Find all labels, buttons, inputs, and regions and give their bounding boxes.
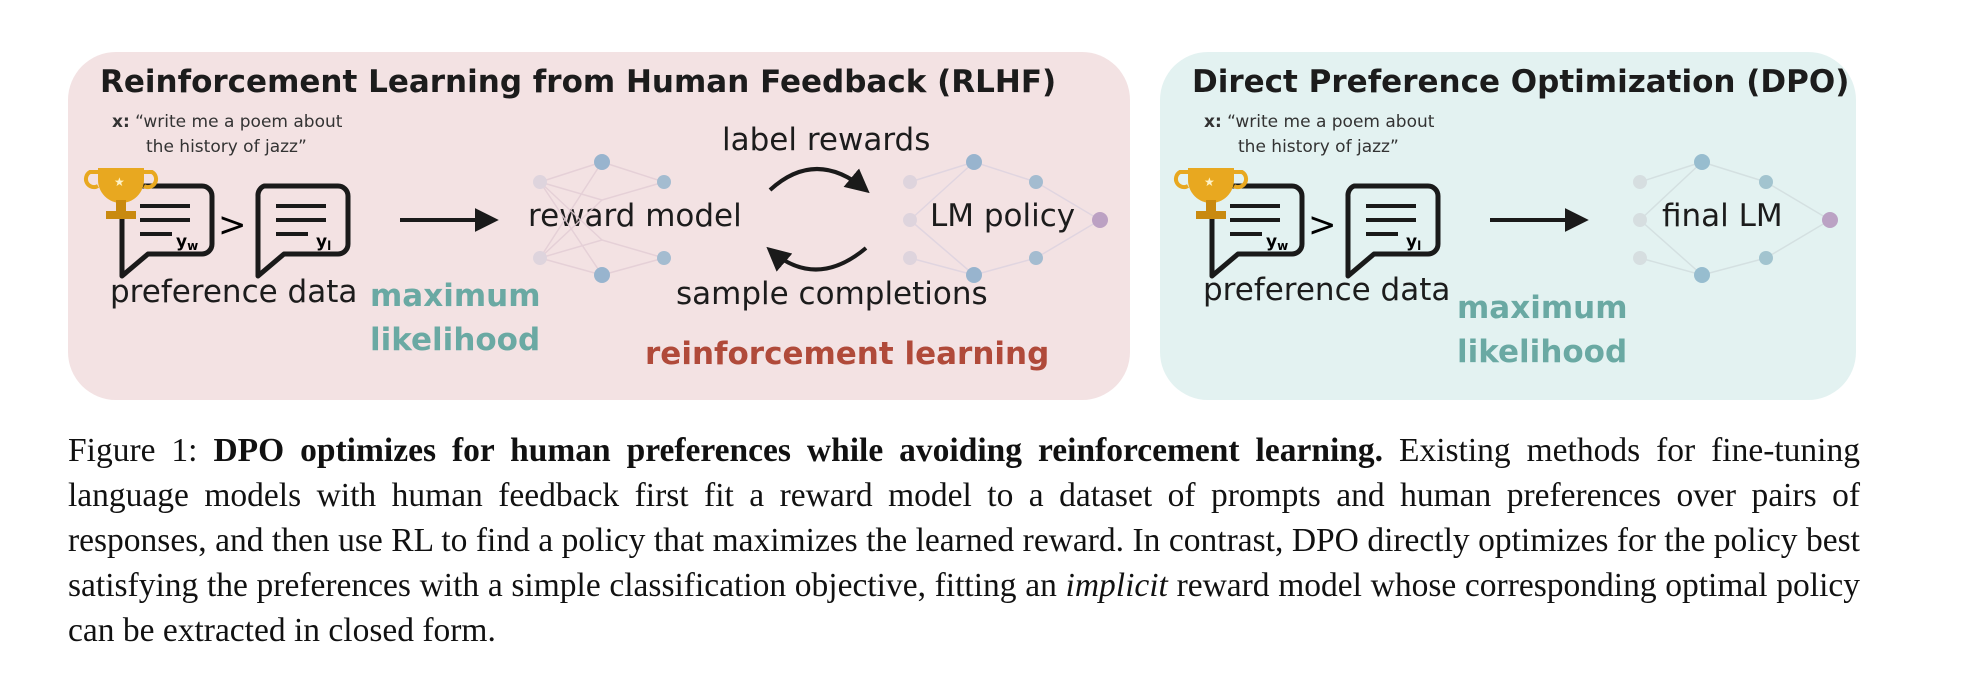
dpo-yl-text: yl bbox=[1406, 232, 1421, 253]
rlhf-prompt-line2: the history of jazz” bbox=[146, 137, 307, 157]
figure-label: Figure 1: bbox=[68, 432, 198, 469]
rlhf-trophy-icon: ★ bbox=[83, 168, 159, 219]
dpo-chat-winner-icon: yw bbox=[1209, 183, 1305, 279]
rlhf-prompt-line1: “write me a poem about bbox=[135, 112, 343, 132]
dpo-maximum-label: maximum bbox=[1457, 290, 1628, 326]
caption-text-part2: reward model whose corresponding optimal… bbox=[68, 567, 1861, 649]
rlhf-yl-text: yl bbox=[316, 232, 331, 253]
sample-completions-label: sample completions bbox=[676, 276, 988, 312]
dpo-yw-text: yw bbox=[1266, 232, 1288, 253]
lm-policy-network-icon bbox=[903, 154, 1108, 283]
reward-model-network-icon bbox=[533, 154, 671, 283]
rlhf-maximum-likelihood: maximum likelihood bbox=[370, 274, 541, 362]
dpo-prompt-line1: “write me a poem about bbox=[1227, 112, 1435, 132]
label-rewards-label: label rewards bbox=[722, 122, 931, 158]
final-lm-network-icon bbox=[1633, 154, 1838, 283]
rlhf-chat-loser-icon: yl bbox=[255, 183, 351, 279]
caption-italic-word: implicit bbox=[1065, 567, 1168, 604]
rlhf-panel bbox=[68, 52, 1130, 400]
caption-bold-sentence: DPO optimizes for human preferences whil… bbox=[213, 432, 1384, 469]
rlhf-gt-symbol: > bbox=[218, 205, 247, 245]
dpo-prompt: x: “write me a poem about the history of… bbox=[1204, 110, 1434, 160]
rlhf-title: Reinforcement Learning from Human Feedba… bbox=[100, 64, 1057, 100]
figure-caption: Figure 1: DPO optimizes for human prefer… bbox=[68, 428, 1860, 653]
final-lm-label: final LM bbox=[1662, 198, 1783, 234]
dpo-preference-data-label: preference data bbox=[1203, 272, 1451, 308]
sample-completions-arrow-icon bbox=[766, 246, 868, 272]
rlhf-chat-winner-icon: yw bbox=[119, 183, 215, 279]
label-rewards-arrow-icon bbox=[768, 167, 870, 194]
lm-policy-label: LM policy bbox=[930, 198, 1076, 234]
dpo-chat-loser-icon: yl bbox=[1345, 183, 1441, 279]
dpo-prompt-prefix: x: bbox=[1204, 112, 1222, 132]
dpo-likelihood-label: likelihood bbox=[1457, 334, 1628, 370]
svg-text:★: ★ bbox=[1204, 175, 1215, 189]
caption-text-part1: Existing methods for fine-tuning languag… bbox=[68, 432, 1860, 604]
reinforcement-learning-label: reinforcement learning bbox=[645, 336, 1050, 372]
dpo-maximum-likelihood: maximum likelihood bbox=[1457, 286, 1628, 374]
rlhf-maximum-label: maximum bbox=[370, 278, 541, 314]
dpo-gt-symbol: > bbox=[1308, 205, 1337, 245]
dpo-prompt-line2: the history of jazz” bbox=[1238, 137, 1399, 157]
rlhf-prompt: x: “write me a poem about the history of… bbox=[112, 110, 342, 160]
rlhf-prompt-prefix: x: bbox=[112, 112, 130, 132]
dpo-panel bbox=[1160, 52, 1856, 400]
dpo-title: Direct Preference Optimization (DPO) bbox=[1192, 64, 1850, 100]
rlhf-likelihood-label: likelihood bbox=[370, 322, 541, 358]
rlhf-yw-text: yw bbox=[176, 232, 198, 253]
svg-text:★: ★ bbox=[114, 175, 125, 189]
rlhf-preference-data-label: preference data bbox=[110, 274, 358, 310]
dpo-trophy-icon: ★ bbox=[1173, 168, 1249, 219]
